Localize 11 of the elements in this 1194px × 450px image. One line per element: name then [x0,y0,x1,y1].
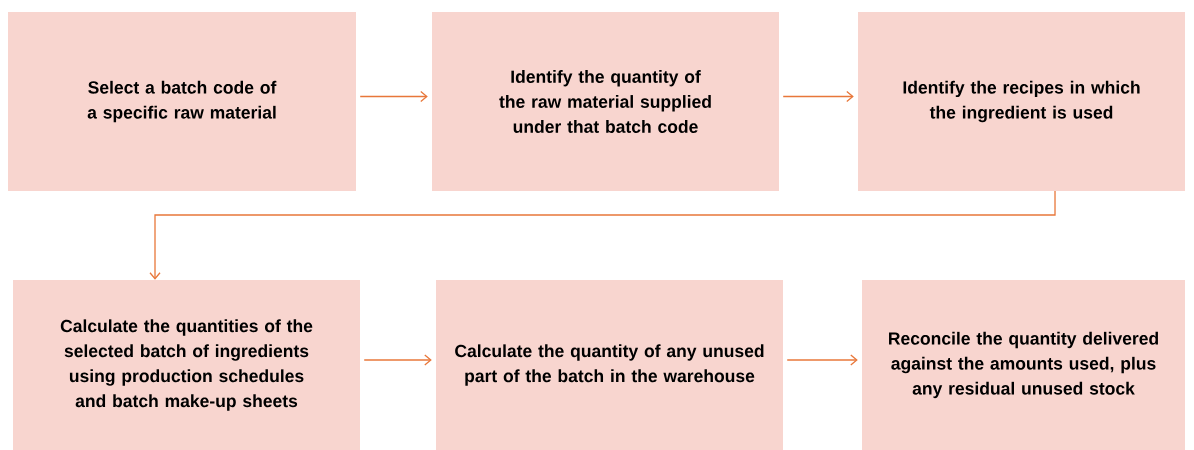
arrow [363,354,432,366]
process-box: Calculate the quantities of the selected batch of ingredients using production schedules and batch make-up sheets [13,280,360,450]
process-box: Select a batch code of a specific raw material [8,12,356,191]
process-box: Identify the quantity of the raw material supplied under that batch code [432,12,779,191]
arrow [786,354,858,366]
arrow [359,90,428,103]
arrow [149,190,1056,280]
process-box: Calculate the quantity of any unused part of the batch in the warehouse [436,280,783,450]
process-box: Reconcile the quantity delivered against the amounts used, plus any residual unused stock [862,280,1185,450]
process-box: Identify the recipes in which the ingredient is used [858,12,1185,191]
arrow [782,90,854,103]
